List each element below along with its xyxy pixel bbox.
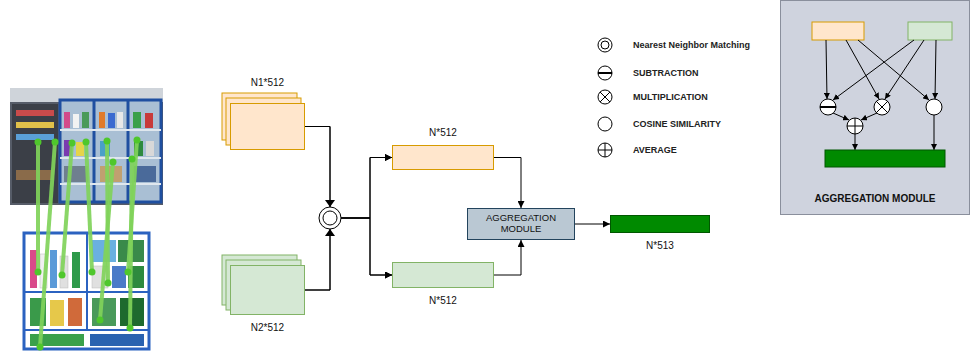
- arrowhead: [325, 200, 335, 207]
- matched-features: N*512: [392, 262, 494, 288]
- arrow-connector: [305, 158, 392, 291]
- node-label: AGGREGATION MODULE: [815, 193, 936, 205]
- node-label: N*512: [429, 295, 457, 307]
- output-box: N*513: [610, 215, 710, 233]
- process-box: AGGREGATION MODULE: [467, 208, 575, 240]
- nn-match-circle: [323, 211, 337, 225]
- node-label: N*512: [429, 127, 457, 139]
- nn-match-circle: [319, 207, 341, 229]
- arrow-connector: [305, 127, 392, 276]
- legend-text: Nearest Neighbor Matching: [633, 39, 750, 51]
- inset-panel: AGGREGATION MODULE: [780, 0, 970, 215]
- legend-text: AVERAGE: [633, 144, 677, 156]
- arrow-connector: [494, 158, 521, 209]
- legend-text: MULTIPLICATION: [633, 91, 708, 103]
- node-label: N*513: [646, 240, 674, 252]
- legend-text: COSINE SIMILARITY: [633, 118, 721, 130]
- matched-features: N*512: [392, 145, 494, 170]
- arrow-connector: [494, 240, 521, 275]
- arrow-connector: [305, 218, 392, 290]
- legend-symbols: [598, 38, 612, 157]
- match-points: [35, 137, 141, 351]
- node-label: AGGREGATION MODULE: [468, 213, 574, 235]
- feature-stack: N1*512: [230, 103, 305, 150]
- match-lines: [38, 140, 137, 347]
- arrow-connector: [575, 224, 610, 225]
- arrowhead: [325, 229, 335, 236]
- node-label: N1*512: [251, 77, 284, 89]
- feature-stack: N2*512: [230, 265, 305, 315]
- aggregation-inset: [780, 0, 970, 215]
- node-label: N2*512: [251, 322, 284, 334]
- legend-text: SUBTRACTION: [633, 67, 699, 79]
- arrow-connector: [305, 127, 392, 219]
